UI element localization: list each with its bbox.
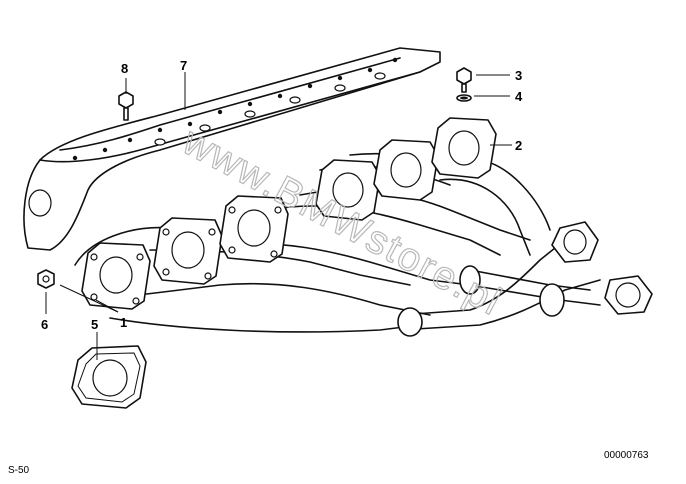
nut-part-6 — [37, 269, 55, 289]
gasket-part — [71, 345, 147, 409]
callout-4: 4 — [515, 89, 523, 104]
callout-5: 5 — [91, 317, 98, 332]
heat-shield-part — [23, 47, 441, 251]
outlet-flanges — [551, 221, 653, 315]
callout-3: 3 — [515, 68, 522, 83]
bolt-part-3 — [456, 67, 472, 93]
shield-mount-hole — [28, 189, 52, 217]
callout-7: 7 — [180, 58, 187, 73]
bolt-part-8 — [118, 91, 134, 121]
leader-lines — [45, 72, 512, 360]
inlet-flanges-rear — [315, 117, 497, 221]
sheet-code: S-50 — [8, 465, 30, 476]
callout-2: 2 — [515, 138, 522, 153]
callout-6: 6 — [41, 317, 48, 332]
catalog-number: 00000763 — [604, 450, 649, 461]
callout-8: 8 — [121, 61, 128, 76]
inlet-flanges-front — [81, 195, 289, 310]
callout-1: 1 — [120, 315, 127, 330]
washer-part-4 — [456, 94, 472, 102]
